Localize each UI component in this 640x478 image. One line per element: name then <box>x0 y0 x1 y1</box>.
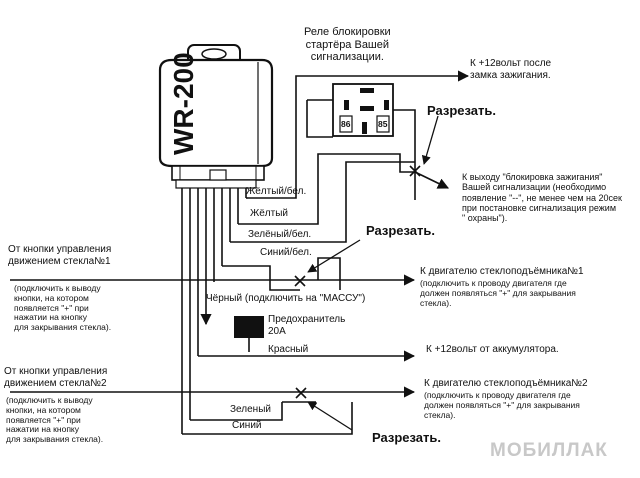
harness-wires <box>181 188 247 434</box>
note-ignition: К +12вольт после замка зажигания. <box>470 58 552 81</box>
relay-wires <box>230 70 470 243</box>
wire-green: Зеленый <box>230 404 271 415</box>
wire-black: Чёрный (подключить на "МАССУ") <box>206 293 366 304</box>
wire-green-white: Зелёный/бел. <box>248 229 312 240</box>
cut-marks <box>294 165 421 399</box>
note-motor1: К двигателю стеклоподъёмника№1 <box>420 266 584 277</box>
wire-yellow-white: Жёлтый/бел. <box>246 186 307 197</box>
fuse-label: Предохранитель 20А <box>268 314 346 337</box>
relay-title: Реле блокировки стартёра Вашей сигнализа… <box>304 26 391 64</box>
fuse <box>234 316 264 352</box>
cut-label-relay: Разрезать. <box>427 103 497 118</box>
cut-label-window1: Разрезать. <box>366 223 436 238</box>
wire-yellow: Жёлтый <box>250 208 288 219</box>
relay-pin-86: 86 <box>341 119 351 129</box>
note-button1-detail: (подключить к выводу кнопки, на котором … <box>14 283 112 333</box>
wire-blue: Синий <box>232 420 262 431</box>
note-button2: От кнопки управления движением стекла№2 <box>4 366 108 389</box>
note-button1: От кнопки управления движением стекла№1 <box>8 244 112 267</box>
wire-blue-white: Синий/бел. <box>260 247 312 258</box>
note-ignition-lock-output: К выходу "блокировка зажигания" Вашей си… <box>462 172 622 224</box>
cut-label-window2: Разрезать. <box>372 430 442 445</box>
watermark: МОБИЛЛАК <box>490 440 608 461</box>
module-name: WR-200 <box>168 52 199 155</box>
note-motor2: К двигателю стеклоподъёмника№2 <box>424 378 588 389</box>
window1-wires <box>10 257 416 291</box>
relay-pin-85: 85 <box>378 119 388 129</box>
cut-pointers <box>307 115 439 431</box>
note-battery: К +12вольт от аккумулятора. <box>426 344 559 355</box>
note-motor1-detail: (подключить к проводу двигателя где долж… <box>420 278 576 308</box>
wire-red: Красный <box>268 344 309 355</box>
note-button2-detail: (подключить к выводу кнопки, на котором … <box>6 395 104 445</box>
note-motor2-detail: (подключить к проводу двигателя где долж… <box>424 390 580 420</box>
control-unit <box>158 44 274 189</box>
window2-wires <box>10 386 416 435</box>
